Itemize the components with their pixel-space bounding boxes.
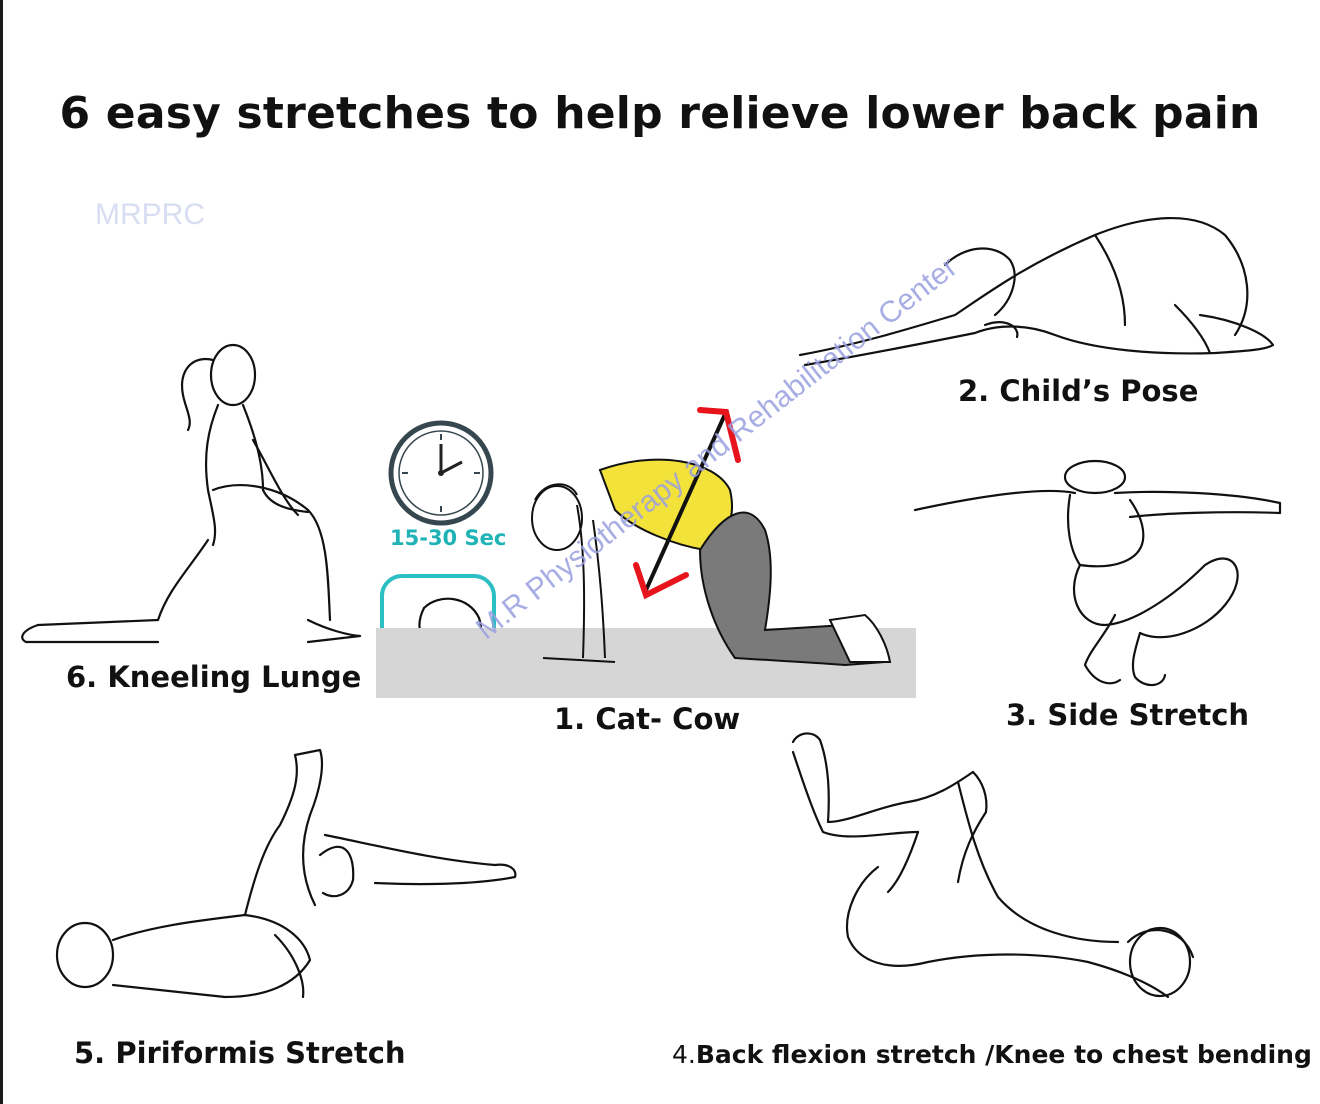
knee-to-chest-figure xyxy=(788,722,1208,1022)
page-title: 6 easy stretches to help relieve lower b… xyxy=(59,88,1261,139)
childs-pose-figure xyxy=(795,205,1280,375)
cat-cow-figure xyxy=(515,400,895,675)
piriformis-stretch-label: 5. Piriformis Stretch xyxy=(74,1036,406,1070)
up-arrow-icon xyxy=(628,400,748,610)
left-border xyxy=(0,0,3,1104)
kneeling-lunge-label: 6. Kneeling Lunge xyxy=(66,660,362,694)
side-stretch-label: 3. Side Stretch xyxy=(1006,698,1250,732)
childs-pose-label: 2. Child’s Pose xyxy=(958,374,1199,408)
brand-mark: MRPRC xyxy=(95,198,205,231)
cat-cow-label: 1. Cat- Cow xyxy=(554,702,741,736)
side-stretch-figure xyxy=(905,455,1285,695)
kneeling-lunge-figure xyxy=(8,330,368,650)
back-flexion-label: 4.Back flexion stretch /Knee to chest be… xyxy=(672,1040,1312,1069)
clock-icon xyxy=(388,420,494,526)
piriformis-stretch-figure xyxy=(55,745,525,1010)
timer-label: 15-30 Sec xyxy=(390,526,507,550)
